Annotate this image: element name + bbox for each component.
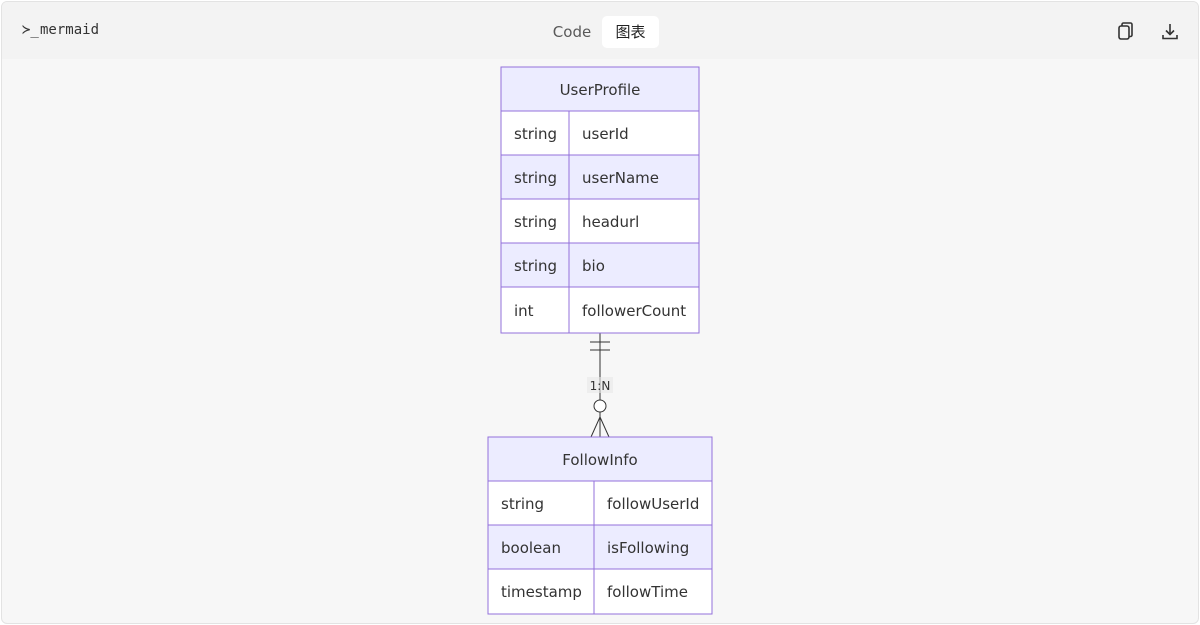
- attribute-type: int: [514, 302, 534, 320]
- attribute-name: userId: [582, 125, 629, 143]
- copy-icon: [1118, 22, 1133, 40]
- attribute-name: followUserId: [607, 495, 699, 513]
- copy-button[interactable]: [1115, 21, 1137, 43]
- language-label: ≻_mermaid: [22, 22, 99, 38]
- relationship-connector: 1:N: [587, 333, 613, 438]
- tab-code[interactable]: Code: [552, 23, 592, 41]
- exactly-one-marker: [590, 341, 610, 351]
- entity-name: UserProfile: [560, 81, 641, 99]
- er-diagram: 1:N UserProfile string userId string use…: [487, 66, 713, 615]
- entity-userprofile: UserProfile string userId string userNam…: [500, 66, 700, 334]
- attribute-type: boolean: [501, 539, 561, 557]
- attribute-name: isFollowing: [607, 539, 689, 557]
- attribute-type: string: [514, 257, 557, 275]
- download-button[interactable]: [1159, 21, 1181, 43]
- attribute-type: string: [514, 213, 557, 231]
- attribute-name: userName: [582, 169, 659, 187]
- attribute-type: string: [501, 495, 544, 513]
- attribute-name: bio: [582, 257, 605, 275]
- attribute-name: headurl: [582, 213, 639, 231]
- entity-header: [500, 66, 700, 112]
- relationship-label-bg: [587, 377, 613, 393]
- entity-followinfo: FollowInfo string followUserId boolean i…: [487, 436, 713, 615]
- attribute-name: followTime: [607, 583, 688, 601]
- attribute-type: string: [514, 169, 557, 187]
- entity-header: [487, 436, 713, 482]
- zero-or-more-marker: [590, 399, 610, 438]
- attribute-name: followerCount: [582, 302, 686, 320]
- relationship-label: 1:N: [590, 379, 611, 393]
- attribute-type: string: [514, 125, 557, 143]
- entity-name: FollowInfo: [562, 451, 637, 469]
- download-icon: [1162, 24, 1178, 40]
- tab-chart[interactable]: 图表: [602, 16, 659, 48]
- attribute-type: timestamp: [501, 583, 582, 601]
- code-block-toolbar: ≻_mermaid Code 图表: [2, 2, 1198, 59]
- language-name: mermaid: [40, 22, 100, 38]
- terminal-prompt-icon: ≻_: [22, 22, 39, 38]
